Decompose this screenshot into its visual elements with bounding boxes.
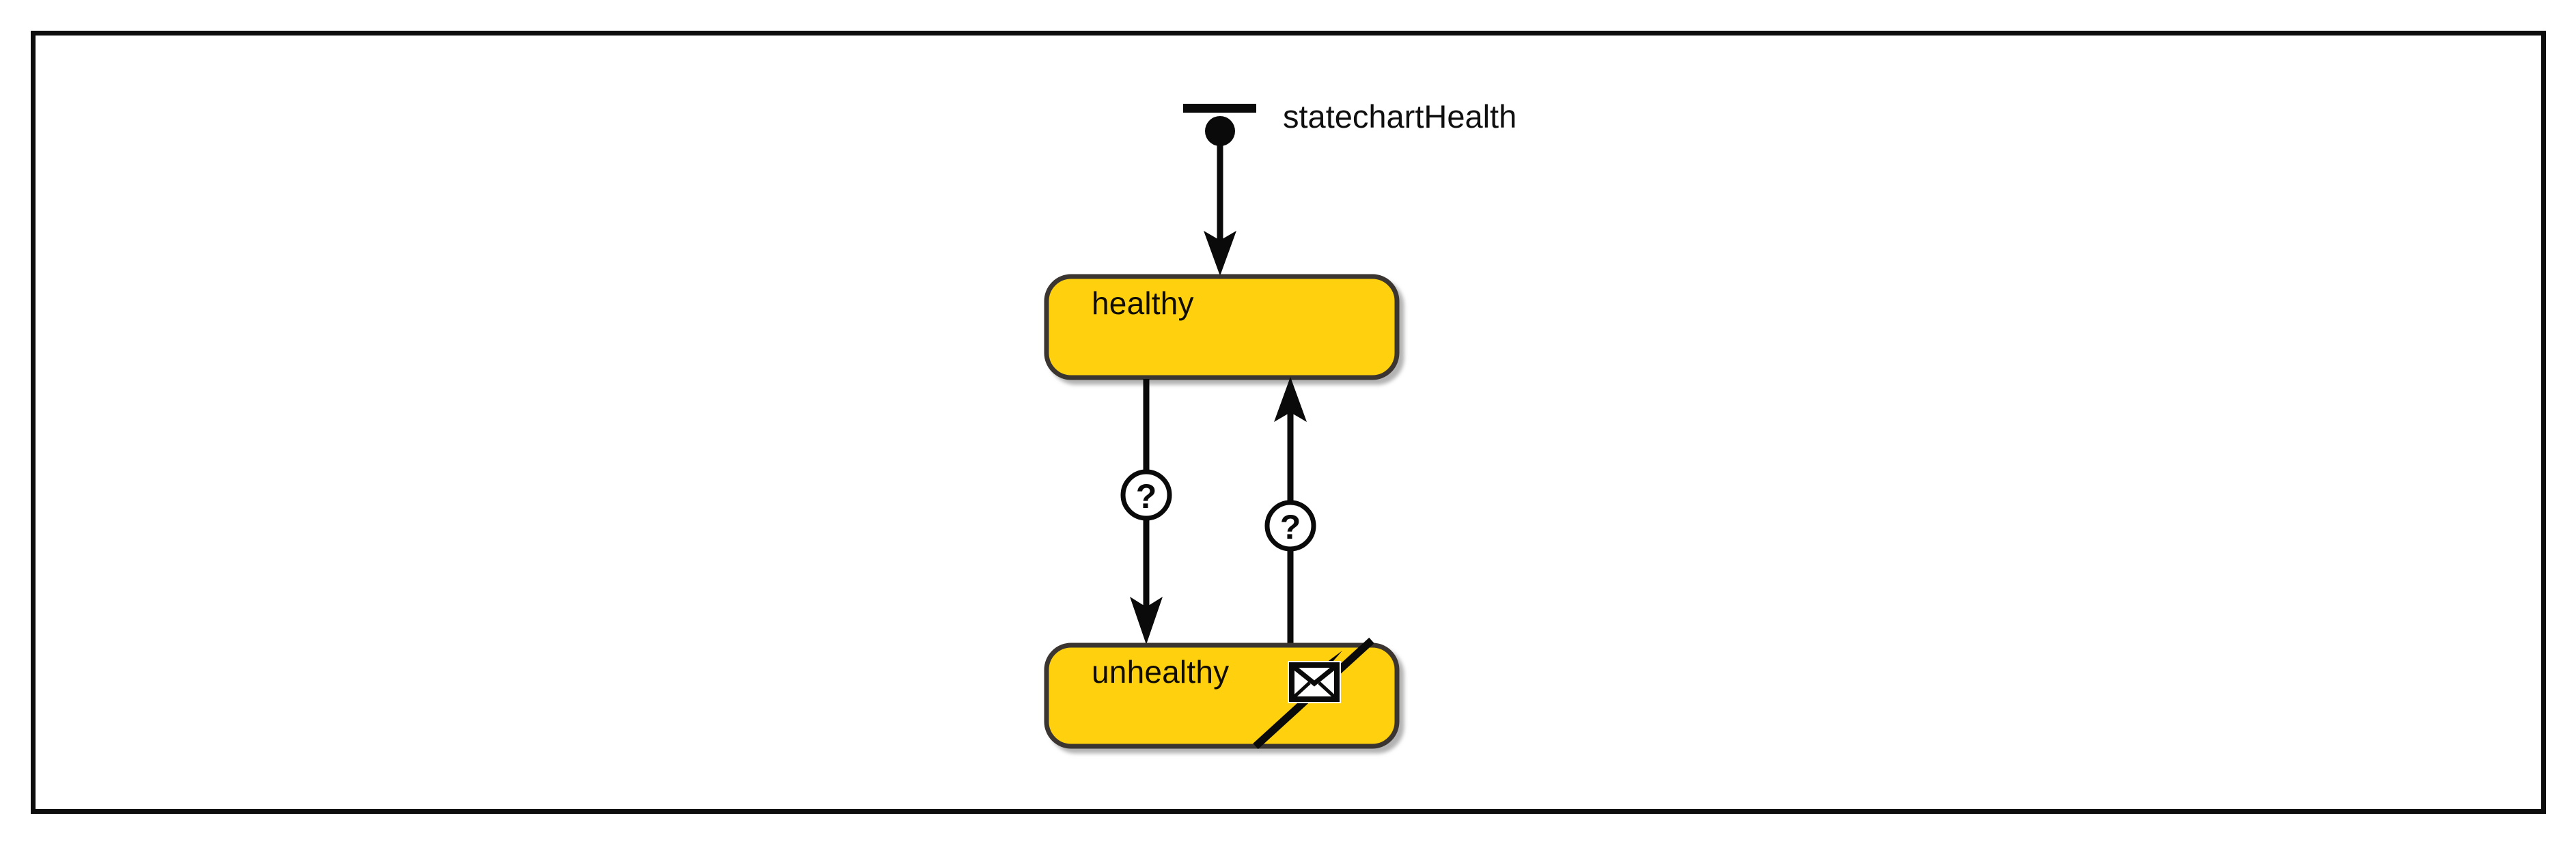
state-healthy-label: healthy [1092,285,1194,321]
diagram-frame [31,31,2546,814]
statechart-name-label: statechartHealth [1283,98,1517,135]
state-unhealthy-label: unhealthy [1092,654,1230,690]
